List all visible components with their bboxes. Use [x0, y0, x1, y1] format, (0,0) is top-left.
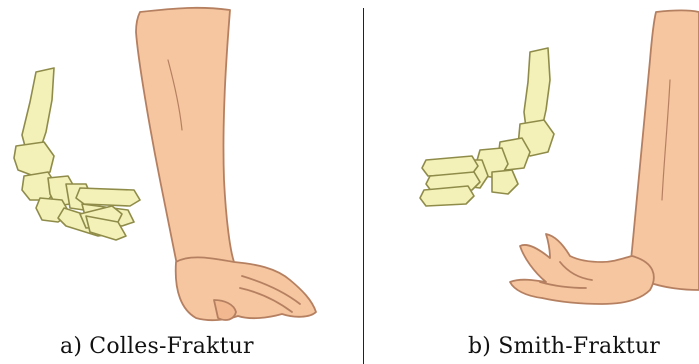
- colles-radius-bone: [22, 68, 54, 150]
- colles-arm: [136, 8, 316, 320]
- panel-colles-fracture: a) Colles-Fraktur: [0, 0, 363, 364]
- colles-forearm: [136, 8, 234, 270]
- smith-carpal-4: [492, 170, 518, 194]
- smith-metacarpal-3: [420, 186, 474, 206]
- caption-colles: a) Colles-Fraktur: [60, 334, 254, 359]
- colles-metacarpal-1: [76, 188, 140, 206]
- panel-smith-fracture: b) Smith-Fraktur: [364, 0, 699, 364]
- smith-illustration: [364, 0, 699, 334]
- smith-radius-bone: [524, 48, 550, 128]
- colles-illustration: [0, 0, 363, 334]
- caption-smith: b) Smith-Fraktur: [468, 334, 660, 359]
- smith-bones: [420, 48, 554, 206]
- colles-bones: [14, 68, 140, 240]
- colles-radius-head: [14, 142, 54, 176]
